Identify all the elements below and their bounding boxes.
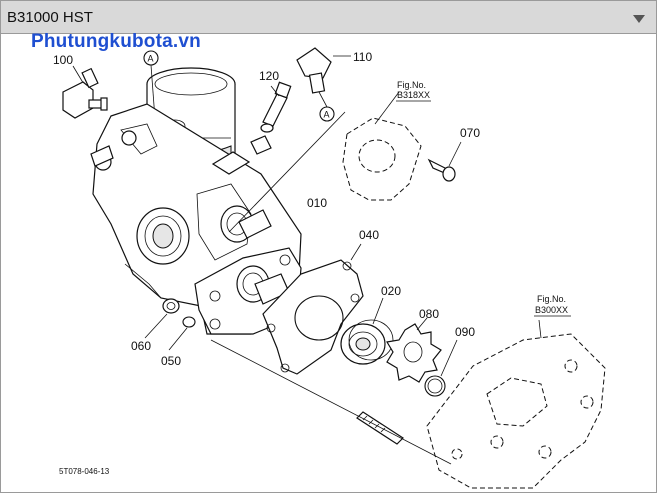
case-b300xx-dashed [210,319,606,489]
part-label-090: 090 [455,325,475,339]
part-label-060: 060 [131,339,151,353]
fitting-100-drawing [62,67,108,119]
fitting-110-drawing [296,47,351,94]
part-label-020: 020 [381,284,401,298]
svg-text:A: A [148,54,154,64]
svg-text:A: A [324,110,330,120]
part-label-120: 120 [259,69,279,83]
washer-060-050-drawing [144,298,196,351]
gear-080-drawing [386,317,442,383]
collapse-toggle-button[interactable] [628,4,654,30]
drawing-code: 5T078-046-13 [59,467,110,476]
chevron-down-icon [633,15,645,23]
fig-ref-b318xx-line2: B318XX [397,90,430,100]
fig-ref-b318xx-line1: Fig.No. [397,80,426,90]
part-label-010: 010 [307,196,327,210]
housing-b318xx-dashed [228,91,422,233]
exploded-parts-diagram: A [53,47,606,489]
fig-ref-b300xx-line1: Fig.No. [537,294,566,304]
part-label-070: 070 [460,126,480,140]
part-label-110: 110 [353,50,372,64]
bearing-020-drawing [340,297,394,365]
stud-bolt-drawing [356,411,404,445]
part-label-100: 100 [53,53,73,67]
section-title: B31000 HST [7,9,93,26]
fig-ref-b300xx-line2: B300XX [535,305,568,315]
fitting-120-drawing [260,81,292,133]
part-label-080: 080 [419,307,439,321]
snap-ring-090-drawing [424,339,458,397]
callout-a-lower: A [318,91,335,122]
section-header: B31000 HST [1,1,656,34]
pump-body-drawing [90,103,302,335]
bolt-070-drawing [427,141,462,182]
part-label-040: 040 [359,228,379,242]
gasket-040-drawing [262,243,364,375]
site-watermark: Phutungkubota.vn [31,31,201,52]
part-label-050: 050 [161,354,181,368]
